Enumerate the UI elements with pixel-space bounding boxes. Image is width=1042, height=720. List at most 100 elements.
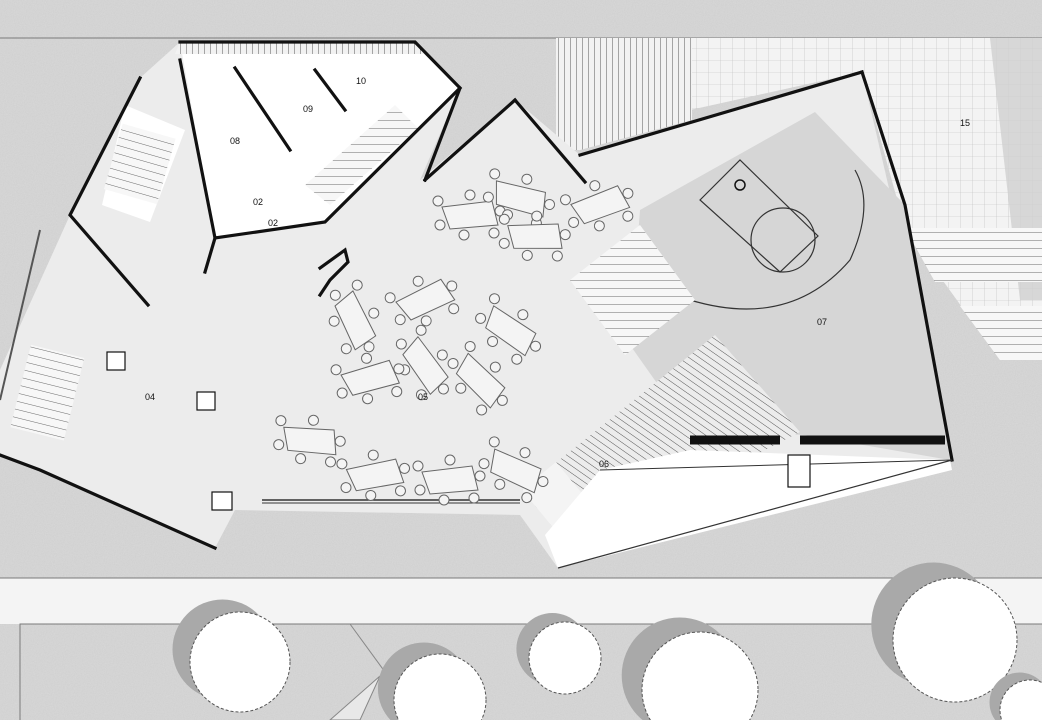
stool: [559, 194, 571, 206]
table: [330, 352, 405, 405]
stool: [395, 338, 407, 350]
room-label-15: 15: [960, 118, 970, 128]
stool: [498, 213, 510, 225]
stool: [361, 352, 373, 364]
stool: [368, 307, 380, 319]
room-label-10: 10: [356, 76, 366, 86]
stool: [489, 361, 501, 373]
stool: [530, 340, 542, 352]
stool: [475, 312, 487, 324]
office-block-glazing: [175, 42, 425, 54]
stool: [531, 210, 543, 222]
stool: [334, 435, 346, 447]
stool: [521, 173, 533, 185]
stool: [438, 494, 450, 506]
table: [559, 180, 634, 232]
key-lane: [699, 159, 819, 273]
room-label-05: 05: [418, 392, 428, 402]
terrace-edge: [557, 459, 953, 569]
stool: [415, 324, 427, 336]
terrace-edge: [599, 459, 953, 471]
stool: [275, 415, 287, 427]
tree-canopy: [999, 679, 1042, 720]
stool: [568, 216, 580, 228]
stool: [455, 382, 467, 394]
table: [412, 454, 486, 506]
table: [273, 414, 346, 468]
stool: [488, 227, 500, 239]
stool: [295, 453, 307, 465]
stool: [517, 309, 529, 321]
tree-canopy: [528, 621, 602, 695]
facade-west: [0, 229, 41, 401]
stool: [474, 470, 486, 482]
stool: [391, 386, 403, 398]
stool: [394, 314, 406, 326]
stool: [488, 436, 500, 448]
stool: [367, 449, 379, 461]
bleacher-top: [556, 38, 692, 150]
stool: [307, 414, 319, 426]
tree: [989, 672, 1042, 720]
tree: [871, 562, 1018, 703]
stool: [544, 199, 556, 211]
stool: [336, 387, 348, 399]
furniture: [273, 168, 634, 506]
stool: [437, 383, 449, 395]
stool: [340, 343, 352, 355]
stool: [622, 210, 634, 222]
tree: [377, 642, 487, 720]
stool: [340, 482, 352, 494]
room-label-09: 09: [303, 104, 313, 114]
columns: [106, 351, 811, 511]
room-label-04: 04: [145, 392, 155, 402]
steps-east-lower: [960, 306, 1042, 360]
stair-southwest: [10, 344, 85, 441]
table: [328, 279, 380, 355]
stool: [458, 229, 470, 241]
stool: [494, 478, 506, 490]
room-label-06: 06: [599, 459, 609, 469]
stool: [448, 303, 460, 315]
stool: [393, 363, 405, 375]
stool: [415, 389, 427, 401]
stool: [559, 229, 571, 241]
stool: [432, 195, 444, 207]
stool: [444, 454, 456, 466]
table: [447, 340, 508, 416]
stool: [412, 460, 424, 472]
table: [432, 189, 506, 241]
stool: [384, 292, 396, 304]
stool: [365, 489, 377, 501]
stool: [336, 458, 348, 470]
stool: [464, 340, 476, 352]
stool: [273, 439, 285, 451]
stool: [593, 220, 605, 232]
stool: [476, 404, 488, 416]
stool: [551, 250, 563, 262]
stool: [399, 462, 411, 474]
stool: [498, 237, 510, 249]
tree-canopy: [892, 577, 1018, 703]
stool: [589, 180, 601, 192]
stool: [330, 364, 342, 376]
planter-edge: [329, 675, 381, 720]
stool: [394, 485, 406, 497]
stool: [447, 357, 459, 369]
stool: [363, 341, 375, 353]
stool: [351, 279, 363, 291]
room-label-07: 07: [817, 317, 827, 327]
stool: [511, 353, 523, 365]
stool: [521, 249, 533, 261]
stool: [434, 219, 446, 231]
stool: [482, 191, 494, 203]
steps-east: [905, 228, 1042, 282]
stool: [487, 335, 499, 347]
stair-north: [305, 105, 418, 205]
stool: [420, 315, 432, 327]
stool: [436, 349, 448, 361]
stair-west-treads: [103, 123, 176, 205]
stool: [325, 456, 337, 468]
